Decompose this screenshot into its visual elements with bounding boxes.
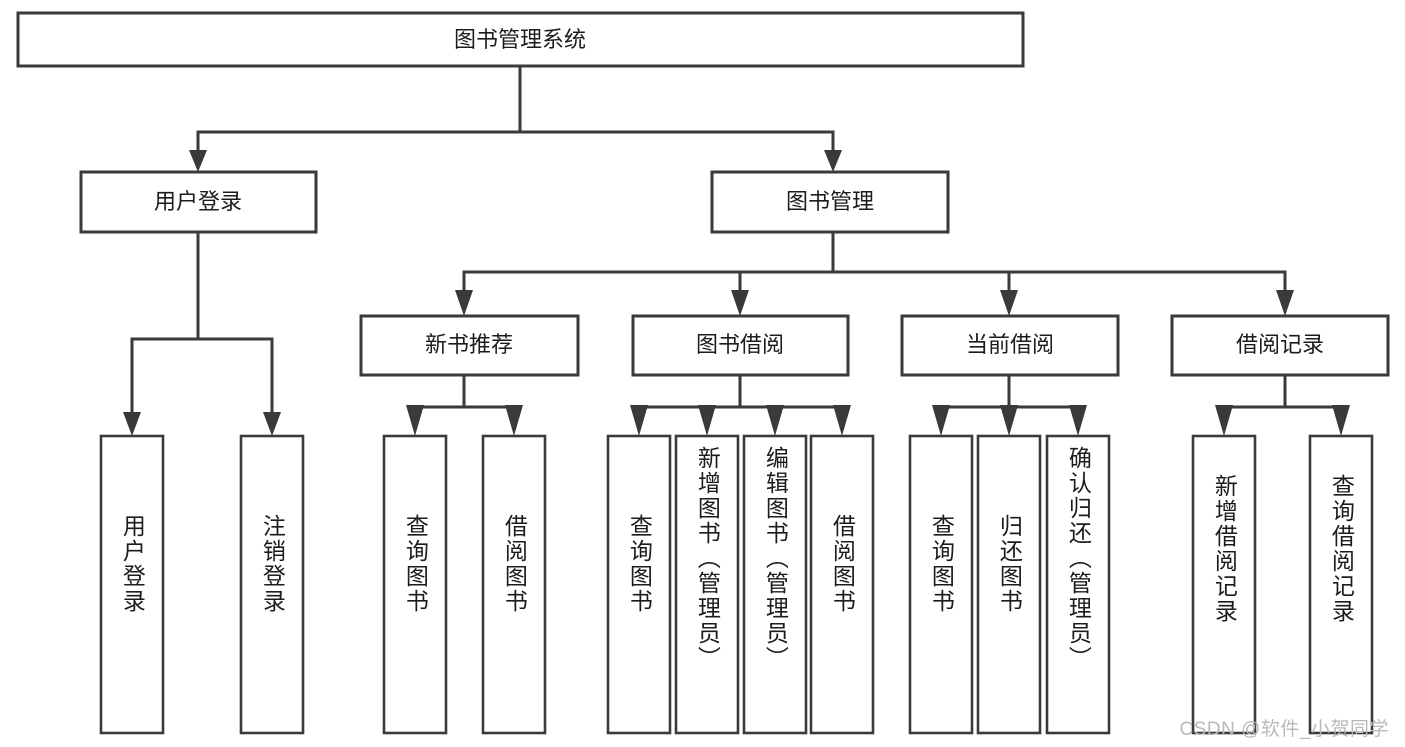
node-current-borrow[interactable]: 当前借阅 bbox=[900, 314, 1120, 377]
leaf-query-book-2-box[interactable] bbox=[606, 434, 672, 735]
node-user-login[interactable]: 用户登录 bbox=[79, 170, 318, 234]
leaf-query-book-3-box[interactable] bbox=[908, 434, 974, 735]
node-root[interactable]: 图书管理系统 bbox=[16, 11, 1025, 68]
node-root-label: 图书管理系统 bbox=[454, 27, 586, 52]
arrowhead-leaf-return-book bbox=[1000, 405, 1018, 436]
leaf-return-book-box[interactable] bbox=[976, 434, 1042, 735]
arrowhead-user-login bbox=[189, 150, 207, 172]
leaf-borrow-book-2-box[interactable] bbox=[809, 434, 875, 735]
node-borrow-record-label: 借阅记录 bbox=[1236, 332, 1324, 357]
node-new-book-recommend-label: 新书推荐 bbox=[425, 332, 513, 357]
arrowhead-new-book-recommend bbox=[455, 290, 473, 316]
leaf-confirm-return-box[interactable] bbox=[1045, 434, 1111, 735]
node-book-management[interactable]: 图书管理 bbox=[710, 170, 950, 234]
node-book-borrow[interactable]: 图书借阅 bbox=[631, 314, 850, 377]
leaf-query-record-box[interactable] bbox=[1308, 434, 1374, 735]
leaf-logout-login-box[interactable] bbox=[239, 434, 305, 735]
arrowhead-leaf-add-book bbox=[698, 405, 716, 436]
arrowhead-current-borrow bbox=[1000, 290, 1018, 316]
node-user-login-label: 用户登录 bbox=[154, 189, 242, 214]
arrowhead-leaf-confirm-return bbox=[1069, 405, 1087, 436]
connectors bbox=[123, 64, 1350, 436]
node-book-borrow-label: 图书借阅 bbox=[696, 332, 784, 357]
arrowhead-book-borrow bbox=[731, 290, 749, 316]
arrowhead-leaf-query-book-2 bbox=[630, 405, 648, 436]
leaf-borrow-book-1-box[interactable] bbox=[481, 434, 547, 735]
node-current-borrow-label: 当前借阅 bbox=[966, 332, 1054, 357]
arrowhead-leaf-user-login bbox=[123, 412, 141, 436]
leaf-add-record-box[interactable] bbox=[1191, 434, 1257, 735]
arrowhead-borrow-record bbox=[1276, 290, 1294, 316]
node-borrow-record-box[interactable] bbox=[1170, 314, 1390, 377]
arrowhead-leaf-edit-book bbox=[766, 405, 784, 436]
node-book-management-label: 图书管理 bbox=[786, 189, 874, 214]
arrowhead-book-management bbox=[824, 150, 842, 172]
node-new-book-recommend-box[interactable] bbox=[359, 314, 580, 377]
arrowhead-leaf-logout-login bbox=[263, 412, 281, 436]
node-current-borrow-box[interactable] bbox=[900, 314, 1120, 377]
leaf-edit-book-box[interactable] bbox=[742, 434, 808, 735]
arrowhead-leaf-add-record bbox=[1215, 405, 1233, 436]
arrowhead-leaf-query-book-1 bbox=[406, 405, 424, 436]
leaf-add-book-box[interactable] bbox=[674, 434, 740, 735]
leaf-query-book-1-box[interactable] bbox=[382, 434, 448, 735]
arrowhead-leaf-borrow-book-1 bbox=[505, 405, 523, 436]
csdn-watermark: CSDN @软件_小贺同学 bbox=[1179, 719, 1389, 740]
arrowhead-leaf-query-record bbox=[1332, 405, 1350, 436]
node-borrow-record[interactable]: 借阅记录 bbox=[1170, 314, 1390, 377]
arrowhead-leaf-borrow-book-2 bbox=[833, 405, 851, 436]
node-user-login-box[interactable] bbox=[79, 170, 318, 234]
node-root-box[interactable] bbox=[16, 11, 1025, 68]
node-book-management-box[interactable] bbox=[710, 170, 950, 234]
node-new-book-recommend[interactable]: 新书推荐 bbox=[359, 314, 580, 377]
node-book-borrow-box[interactable] bbox=[631, 314, 850, 377]
arrowhead-leaf-query-book-3 bbox=[932, 405, 950, 436]
leaf-user-login-box[interactable] bbox=[99, 434, 165, 735]
leaf-boxes bbox=[99, 434, 1374, 735]
